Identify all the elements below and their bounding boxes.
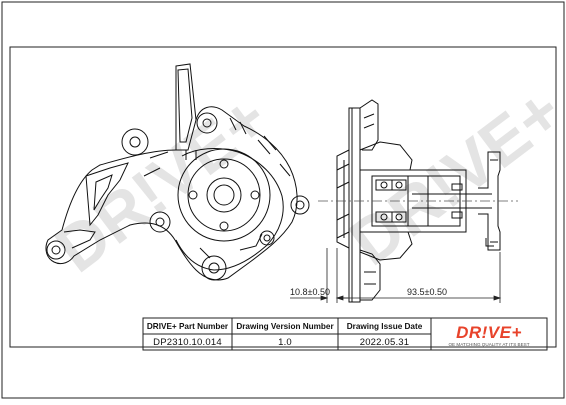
title-block-grid bbox=[142, 317, 548, 351]
issue-date-header: Drawing Issue Date bbox=[346, 321, 423, 331]
part-number-header: DRIVE+ Part Number bbox=[146, 321, 229, 331]
watermark-left: DR!VE+ bbox=[42, 80, 281, 286]
outer-frame bbox=[1, 1, 565, 399]
inner-frame bbox=[9, 46, 557, 348]
dimension-right-label: 93.5±0.50 bbox=[407, 287, 447, 297]
pump-side-view bbox=[336, 99, 501, 303]
version-number-value: 1.0 bbox=[278, 336, 292, 348]
dimension-left-label: 10.8±0.50 bbox=[290, 287, 330, 297]
issue-date-value: 2022.05.31 bbox=[359, 336, 410, 348]
brand-logo: DR!VE+ OE MATCHING QUALITY AT ITS BEST bbox=[448, 323, 529, 347]
version-number-header: Drawing Version Number bbox=[236, 321, 334, 331]
part-number-value: DP2310.10.014 bbox=[153, 336, 222, 348]
dimension-lines bbox=[290, 248, 502, 303]
brand-logo-text: DR!VE+ bbox=[456, 323, 522, 342]
pump-front-view bbox=[45, 63, 310, 281]
brand-tagline: OE MATCHING QUALITY AT ITS BEST bbox=[448, 342, 529, 347]
